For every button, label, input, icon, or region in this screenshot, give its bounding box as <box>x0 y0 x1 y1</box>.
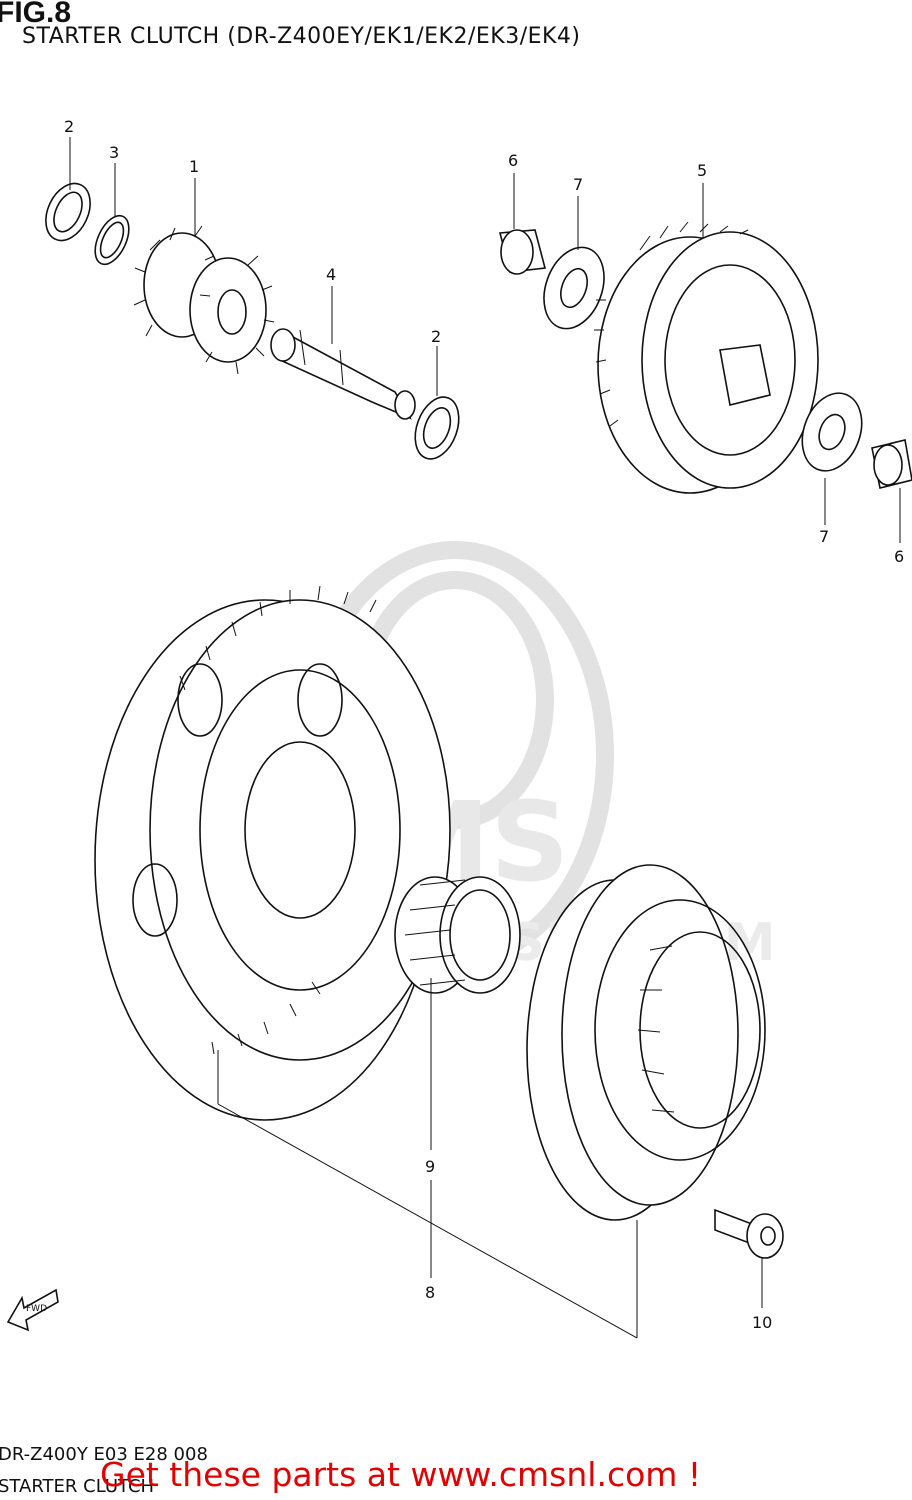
part-7-washer-b <box>801 392 863 472</box>
callout-7-b: 7 <box>819 527 829 546</box>
callout-6: 6 <box>508 151 518 170</box>
callout-1: 1 <box>189 157 199 176</box>
callout-8: 8 <box>425 1283 435 1302</box>
callout-4: 4 <box>326 265 336 284</box>
part-3-circlip <box>94 214 130 266</box>
part-4-shaft <box>270 328 416 420</box>
callout-5: 5 <box>697 161 707 180</box>
leader-lines <box>69 137 901 1339</box>
callout-2-b: 2 <box>431 327 441 346</box>
part-2-washer <box>45 182 91 242</box>
callout-6-b: 6 <box>894 547 904 566</box>
callout-3: 3 <box>109 143 119 162</box>
part-6-bush-b <box>871 439 912 489</box>
part-2-washer-b <box>414 396 460 460</box>
fwd-arrow-icon: FWD <box>6 1288 59 1332</box>
fig-subtitle: STARTER CLUTCH (DR-Z400EY/EK1/EK2/EK3/EK… <box>22 24 581 49</box>
part-8-starter-clutch-gear <box>94 585 451 1121</box>
part-6-bush <box>498 229 547 275</box>
promo-link[interactable]: Get these parts at www.cmsnl.com ! <box>100 1455 702 1494</box>
footer-name: STARTER CLUTCH <box>0 1476 155 1497</box>
fig-title: FIG.8 <box>0 0 72 29</box>
callout-numbers: 2 3 1 4 2 6 7 5 7 6 9 8 10 <box>64 117 904 1332</box>
part-1-idle-gear <box>133 225 275 375</box>
one-way-clutch-body <box>526 864 766 1221</box>
part-5-starter-gear-assembly <box>594 221 819 494</box>
callout-7: 7 <box>573 175 583 194</box>
callout-9: 9 <box>425 1157 435 1176</box>
callout-2: 2 <box>64 117 74 136</box>
part-9-needle-bearing <box>394 876 521 994</box>
callout-10: 10 <box>752 1313 772 1332</box>
fwd-label: FWD <box>26 1304 47 1314</box>
footer-code: DR-Z400Y E03 E28 008 <box>0 1444 208 1465</box>
part-7-washer <box>543 246 605 330</box>
part-10-bolt <box>714 1208 784 1259</box>
